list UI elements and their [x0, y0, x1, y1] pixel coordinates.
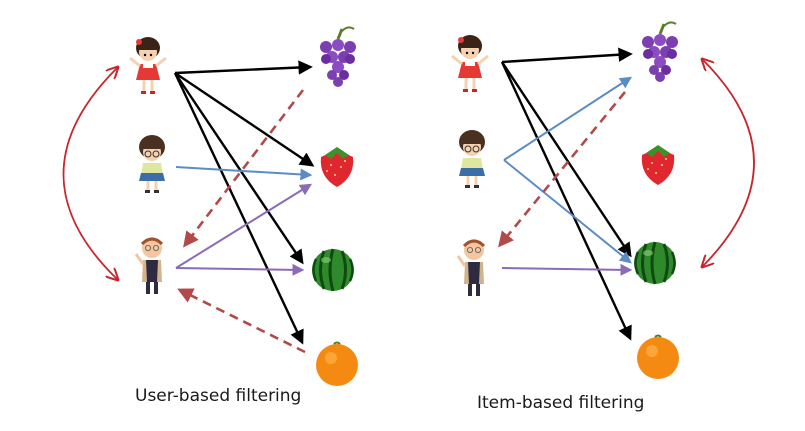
user-girl-bow-icon — [128, 35, 168, 96]
arrow-user1-to-strawberry — [174, 72, 315, 167]
user-similarity-arc — [62, 68, 118, 279]
user-girl-bow-icon-r — [450, 33, 490, 94]
item-watermelon-icon-r — [632, 240, 678, 286]
arrow-user1-to-watermelon-r — [500, 61, 632, 258]
user-based-arrows — [62, 60, 315, 354]
item-grapes-icon-r — [640, 20, 680, 84]
arrow-user3-to-strawberry — [175, 183, 313, 269]
arrow-user2-to-watermelon-r — [503, 159, 632, 264]
item-based-arrows — [498, 47, 755, 341]
item-grapes-icon — [318, 25, 358, 89]
arrow-user3-to-watermelon-r — [501, 263, 633, 276]
user-old-man-icon-r — [456, 238, 486, 298]
user-old-man-icon — [134, 236, 164, 296]
dashed-grapes-to-user3-r — [498, 91, 627, 248]
user-girl-glasses-icon-r — [457, 128, 487, 190]
arrow-user1-to-orange-r — [500, 61, 632, 341]
dashed-orange-to-user3 — [177, 288, 306, 354]
item-based-caption: Item-based filtering — [477, 393, 645, 413]
user-based-panel — [62, 25, 359, 387]
item-strawberry-icon — [320, 147, 354, 187]
dashed-grapes-to-user3 — [183, 89, 305, 248]
arrow-user1-to-orange — [173, 72, 304, 345]
arrow-user3-to-watermelon — [175, 263, 305, 276]
item-based-panel — [450, 20, 755, 380]
item-similarity-arc — [703, 60, 755, 266]
item-strawberry-icon-r — [641, 145, 675, 185]
item-orange-icon — [315, 341, 359, 387]
arrow-user2-to-grapes-r — [503, 76, 633, 161]
arrow-user1-to-watermelon — [174, 72, 304, 265]
arrow-user1-to-grapes-r — [501, 47, 633, 64]
user-based-caption: User-based filtering — [135, 386, 302, 406]
item-orange-icon-r — [636, 334, 680, 380]
user-girl-glasses-icon — [137, 133, 167, 195]
arrow-user2-to-strawberry — [175, 166, 313, 181]
item-watermelon-icon — [310, 247, 356, 293]
arrow-user1-to-grapes — [174, 60, 313, 75]
